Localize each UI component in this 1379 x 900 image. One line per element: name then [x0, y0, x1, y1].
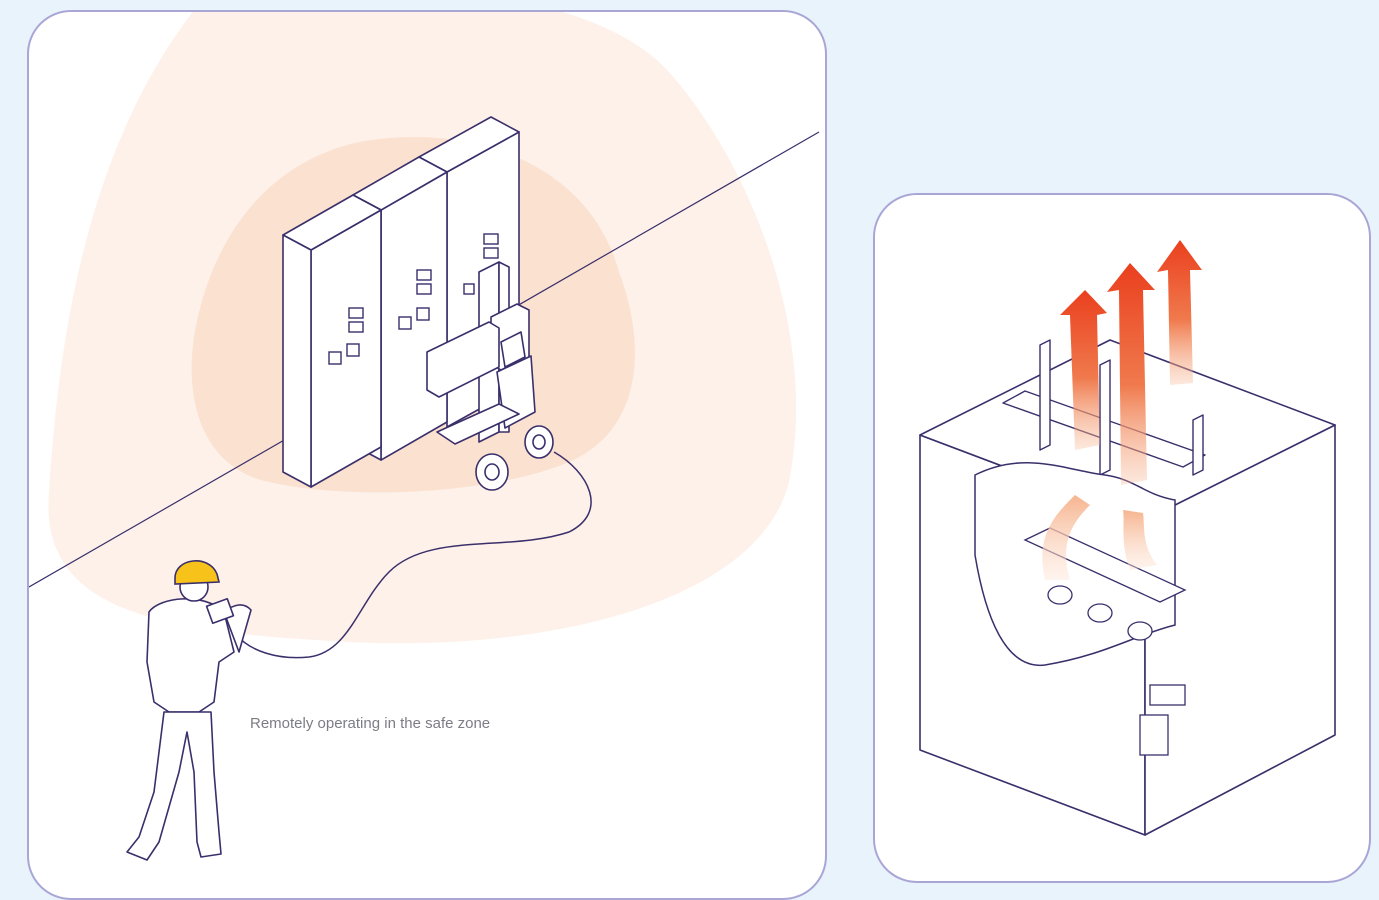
safe-zone-caption: Remotely operating in the safe zone	[250, 715, 490, 732]
heat-exhaust-illustration	[875, 195, 1371, 883]
remote-operation-illustration	[29, 12, 827, 900]
heat-exhaust-panel	[873, 193, 1371, 883]
remote-operation-panel: Remotely operating in the safe zone	[27, 10, 827, 900]
operator-worker	[127, 573, 251, 860]
